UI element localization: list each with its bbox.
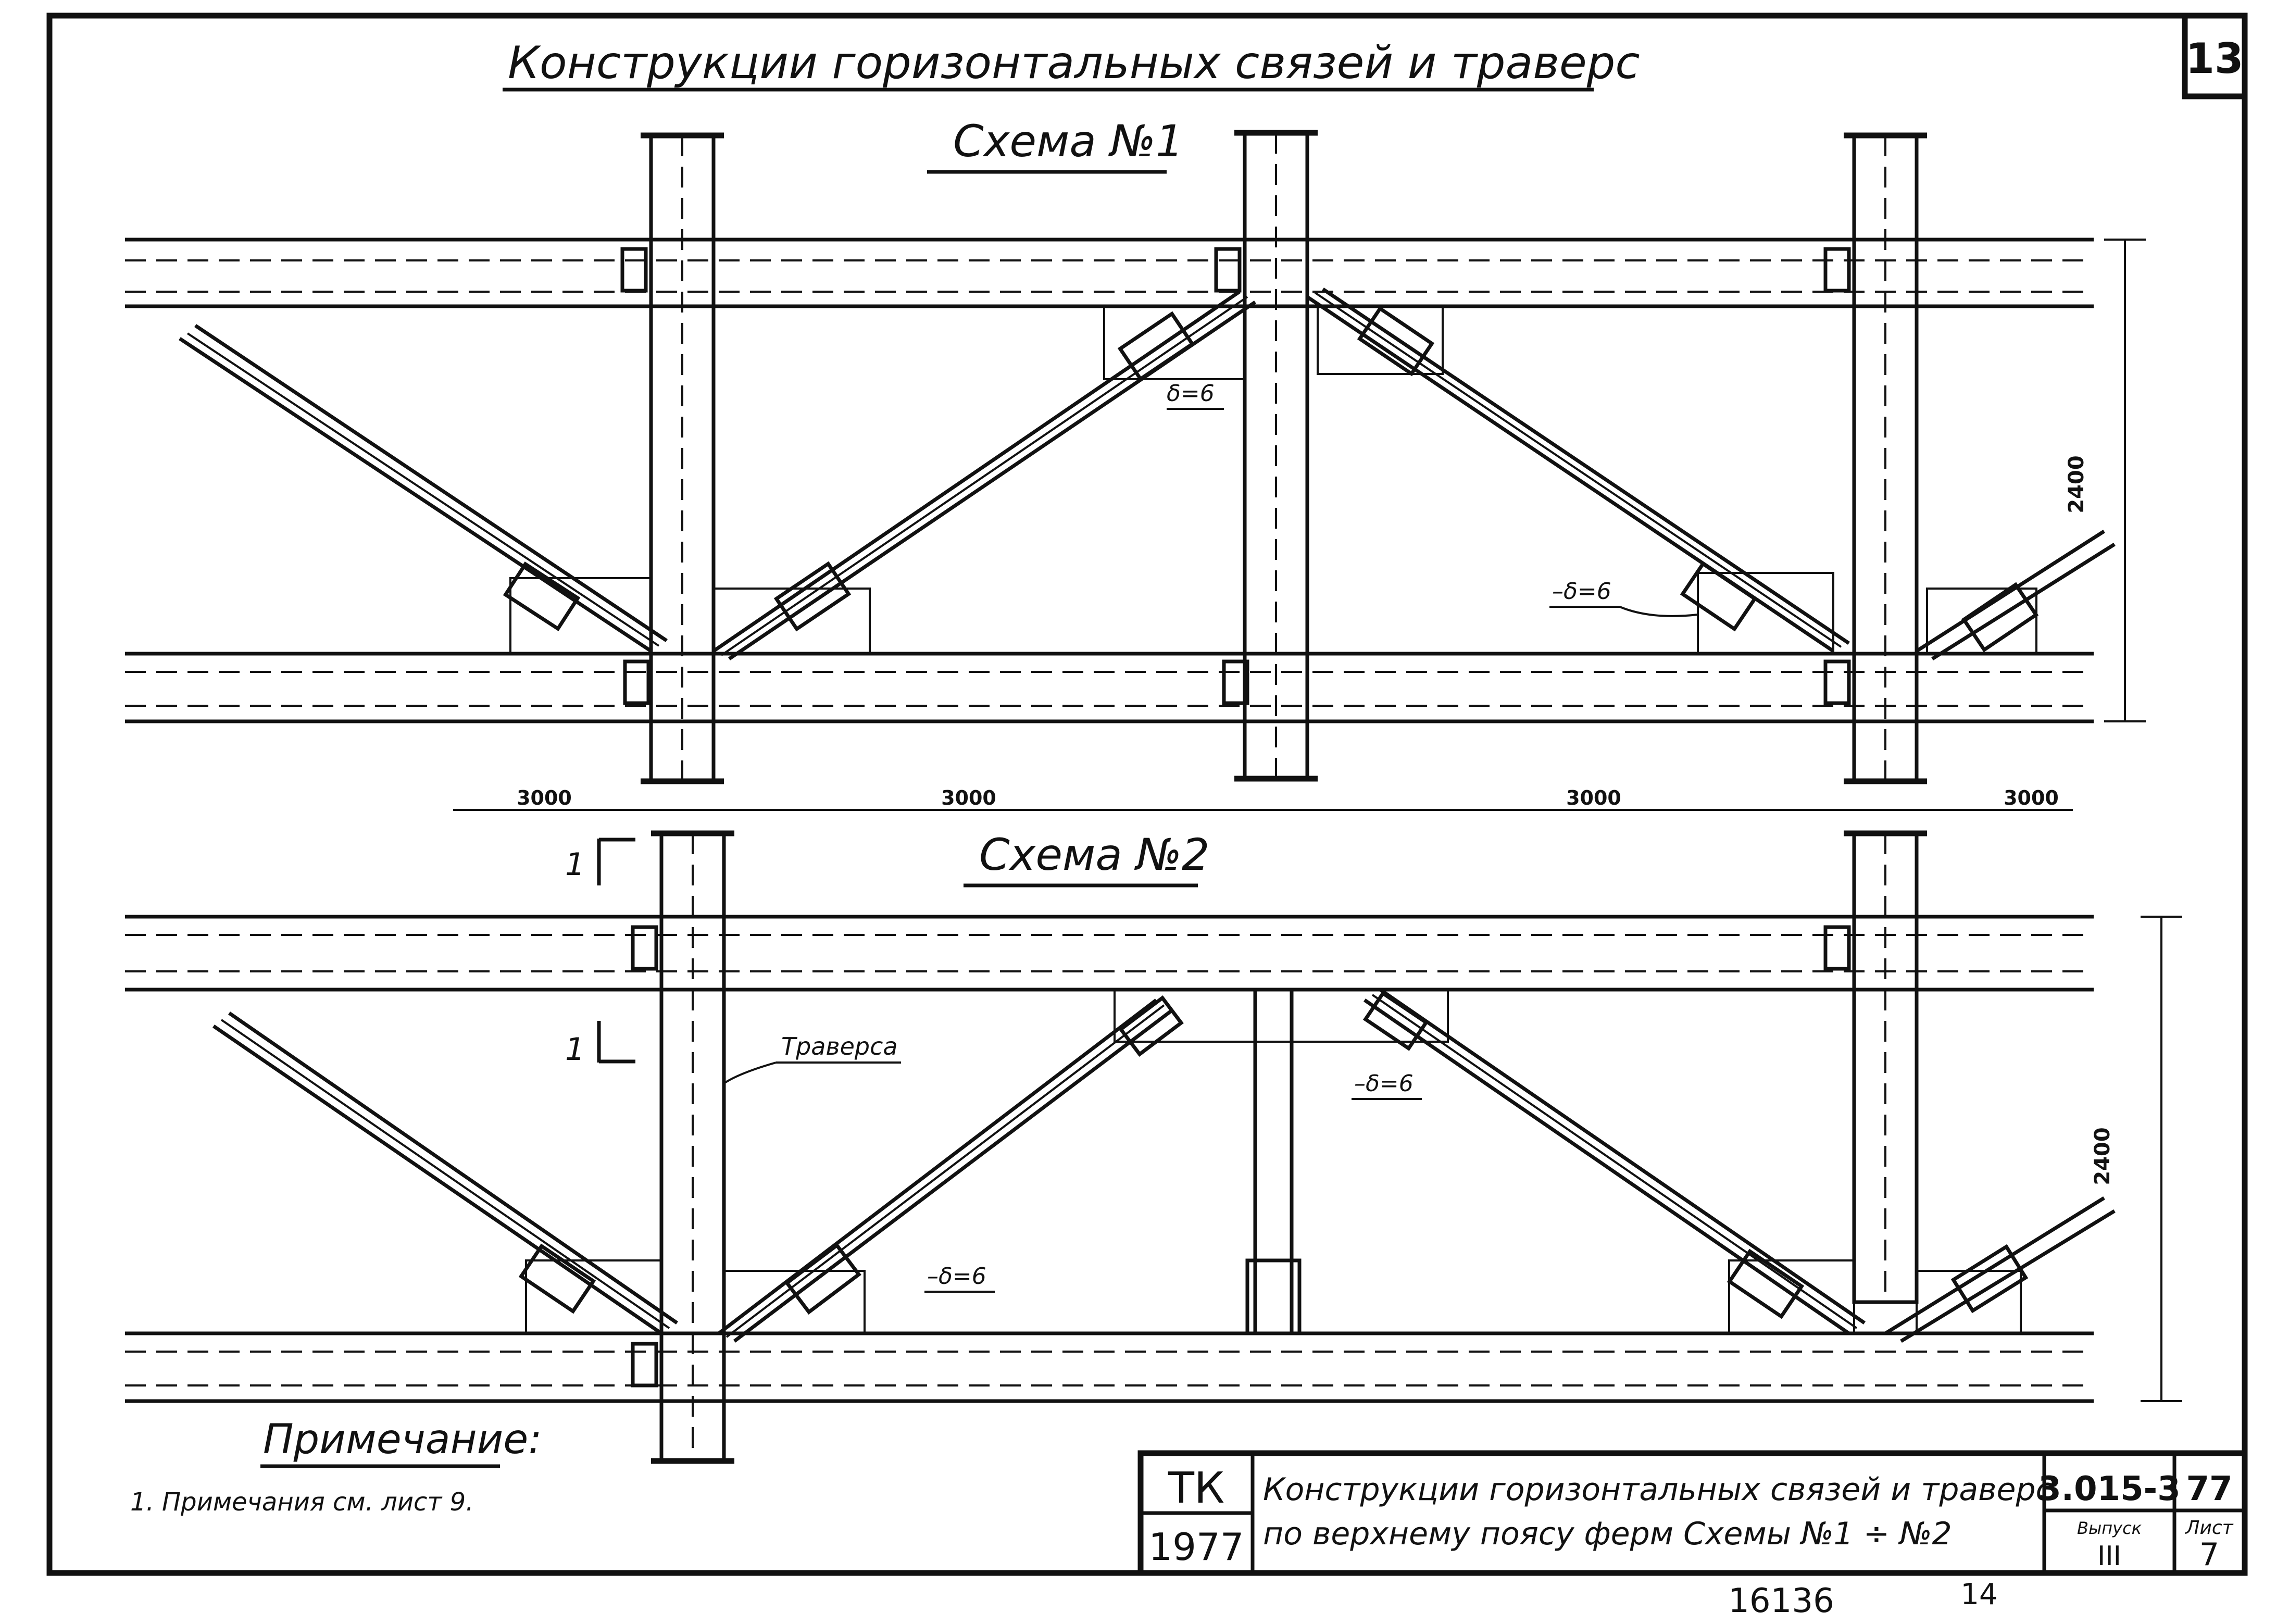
bolt-plate xyxy=(784,1243,861,1315)
plate-thickness-label: –δ=6 xyxy=(1552,578,1611,605)
diagonal-brace-2d xyxy=(1884,1196,2116,1343)
sheet-label: Лист xyxy=(2184,1517,2233,1539)
diagonal-brace-2a xyxy=(212,1011,678,1335)
bolt-plate xyxy=(1727,1248,1805,1319)
splice-plate xyxy=(1823,659,1851,705)
scheme-2: Схема №2 1 1 xyxy=(125,829,2182,1464)
scheme-1-height-dim: 2400 xyxy=(2065,455,2088,513)
column-1b xyxy=(1234,130,1318,782)
gusset-plate xyxy=(1697,572,1834,655)
gusset-plate xyxy=(1926,588,2037,655)
issue-value: III xyxy=(2097,1541,2121,1572)
notes: Примечание: 1. Примечания см. лист 9. xyxy=(130,1416,542,1517)
footer-number: 16136 xyxy=(1728,1582,1834,1620)
splice-plate xyxy=(631,1342,658,1388)
title-block-code: 3.015-3 xyxy=(2038,1470,2181,1508)
page-number-box xyxy=(2182,13,2248,99)
title-block-year: 1977 xyxy=(1148,1525,1244,1569)
diagonal-brace-2c xyxy=(1364,988,1866,1335)
bolt-plate xyxy=(773,561,852,632)
plate-thickness-label: δ=6 xyxy=(1167,380,1215,407)
gusset-plate xyxy=(1114,989,1449,1043)
bolt-plate xyxy=(1117,311,1195,382)
span-dimension: 3000 xyxy=(1566,786,1621,809)
title-block-code-suffix: 77 xyxy=(2186,1470,2232,1508)
drawing-title: Конструкции горизонтальных связей и трав… xyxy=(508,37,1640,89)
title-block: ТК 1977 Конструкции горизонтальных связе… xyxy=(1137,1450,2248,1576)
title-block-org: ТК xyxy=(1168,1464,1224,1513)
bolt-plate xyxy=(518,1243,596,1314)
span-dimension: 3000 xyxy=(2004,786,2059,809)
span-dimensions: 3000 3000 3000 3000 xyxy=(453,786,2073,811)
issue-label: Выпуск xyxy=(2077,1518,2142,1538)
column-1c xyxy=(1844,132,1927,784)
splice-plate xyxy=(1823,925,1851,971)
sheet-value: 7 xyxy=(2199,1536,2219,1573)
splice-plate xyxy=(1222,659,1249,705)
bolt-plate xyxy=(1680,561,1758,632)
bolt-plate xyxy=(1950,1244,2029,1314)
scheme-1: Схема №1 xyxy=(125,116,2146,784)
notes-heading: Примечание: xyxy=(263,1416,542,1463)
bolt-plate xyxy=(503,561,581,631)
top-chord-2 xyxy=(125,915,2094,992)
note-item: 1. Примечания см. лист 9. xyxy=(130,1488,473,1517)
bolt-plate xyxy=(1961,582,2039,653)
span-dimension: 3000 xyxy=(941,786,996,809)
splice-plate xyxy=(623,659,651,705)
title-block-line2: по верхнему поясу ферм Схемы №1 ÷ №2 xyxy=(1263,1516,1952,1552)
scheme-1-label: Схема №1 xyxy=(953,116,1183,167)
splice-plate xyxy=(1214,247,1242,293)
span-dimension: 3000 xyxy=(517,786,572,809)
column-1a xyxy=(641,132,724,784)
plate-thickness-label: –δ=6 xyxy=(1354,1070,1414,1097)
splice-plate xyxy=(620,247,648,293)
bottom-chord-1 xyxy=(125,652,2094,723)
traverse-label: Траверса xyxy=(781,1032,898,1060)
column-2b xyxy=(1844,830,1927,1304)
diagonal-brace-1b xyxy=(712,290,1256,660)
plate-thickness-label: –δ=6 xyxy=(927,1263,986,1290)
page-number: 13 xyxy=(2185,34,2243,83)
title-block-line1: Конструкции горизонтальных связей и трав… xyxy=(1263,1471,2053,1508)
bolt-plate xyxy=(1357,306,1435,377)
diagonal-brace-1d xyxy=(1916,530,2116,660)
bolt-plate xyxy=(1362,991,1429,1051)
section-mark: 1 xyxy=(565,846,585,883)
section-mark: 1 xyxy=(565,1031,585,1068)
diagonal-brace-1a xyxy=(179,324,668,653)
splice-plate xyxy=(631,925,658,971)
scheme-2-height-dim: 2400 xyxy=(2091,1127,2115,1185)
scheme-2-label: Схема №2 xyxy=(979,829,1209,880)
top-chord-1 xyxy=(125,238,2094,308)
gusset-plate xyxy=(1317,305,1444,375)
bottom-chord-2 xyxy=(125,1331,2094,1403)
footer-number: 14 xyxy=(1960,1578,1997,1611)
bolt-plate xyxy=(1118,995,1184,1057)
column-2a xyxy=(651,830,734,1464)
splice-plate xyxy=(1823,247,1851,293)
